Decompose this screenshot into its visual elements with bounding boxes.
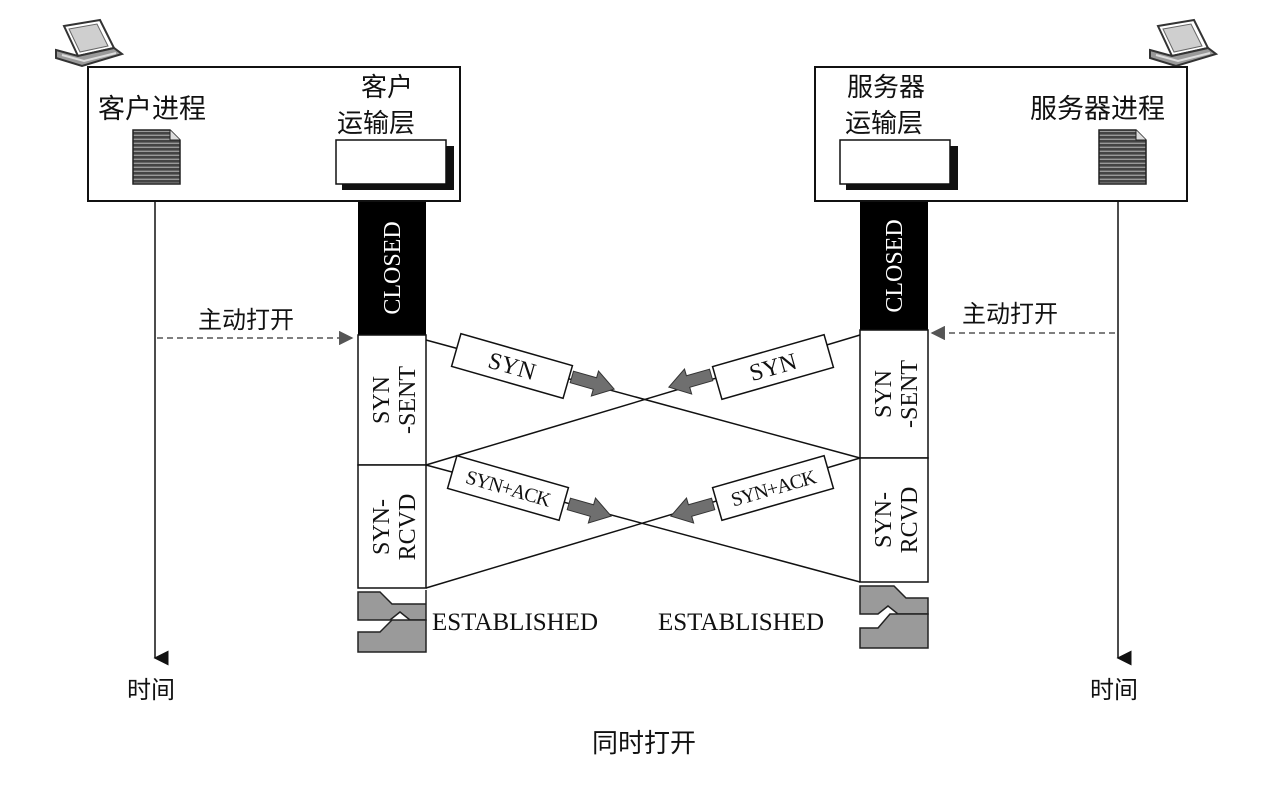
server-synack-tag: SYN+ACK [711, 454, 835, 522]
server-time-label: 时间 [1090, 676, 1138, 704]
server-syn-block-arrow-icon [667, 368, 714, 395]
server-state-syn-sent: SYN -SENT [859, 329, 929, 459]
diagram-caption: 同时打开 [592, 729, 696, 759]
client-syn-rcvd-line1: SYN- [369, 499, 395, 555]
client-process-label: 客户进程 [98, 94, 206, 125]
client-transport-label-line1: 客户 [361, 73, 413, 103]
server-state-closed: CLOSED [860, 202, 928, 330]
client-syn-rcvd-line2: RCVD [395, 494, 421, 561]
client-synack-tag: SYN+ACK [446, 454, 570, 522]
server-active-open-label: 主动打开 [962, 300, 1058, 328]
server-laptop-icon [1149, 18, 1219, 68]
client-syn-tag: SYN [450, 332, 574, 400]
client-syn-sent-line1: SYN [369, 376, 395, 424]
client-transport-box [335, 139, 454, 190]
server-synack-block-arrow-icon [669, 497, 716, 524]
client-established-label: ESTABLISHED [432, 609, 598, 636]
client-active-open-label: 主动打开 [198, 306, 294, 334]
client-synack-block-arrow-icon [566, 497, 613, 524]
client-time-label: 时间 [127, 676, 175, 704]
client-laptop-icon [55, 18, 125, 68]
server-transport-box [839, 139, 958, 190]
client-state-closed: CLOSED [358, 202, 426, 335]
client-transport-label-line2: 运输层 [337, 109, 415, 139]
server-established-label: ESTABLISHED [658, 609, 824, 636]
client-syn-sent-line2: -SENT [395, 366, 421, 434]
server-syn-sent-line1: SYN [871, 370, 897, 418]
server-transport-label-line2: 运输层 [845, 109, 923, 139]
client-closed-label: CLOSED [380, 221, 406, 314]
client-document-icon [132, 129, 181, 185]
server-syn-rcvd-line2: RCVD [897, 487, 923, 554]
server-state-syn-rcvd: SYN- RCVD [859, 457, 929, 583]
server-closed-label: CLOSED [882, 219, 908, 312]
server-transport-label-line1: 服务器 [847, 73, 925, 103]
server-syn-rcvd-line1: SYN- [871, 492, 897, 548]
client-state-syn-rcvd: SYN- RCVD [357, 464, 427, 589]
client-state-syn-sent: SYN -SENT [357, 334, 427, 466]
client-state-established [357, 590, 427, 653]
server-syn-tag: SYN [711, 333, 835, 401]
server-process-label: 服务器进程 [1030, 94, 1165, 125]
server-document-icon [1098, 129, 1147, 185]
client-syn-block-arrow-icon [569, 370, 616, 397]
server-state-established [859, 585, 929, 649]
server-syn-sent-line2: -SENT [897, 360, 923, 428]
